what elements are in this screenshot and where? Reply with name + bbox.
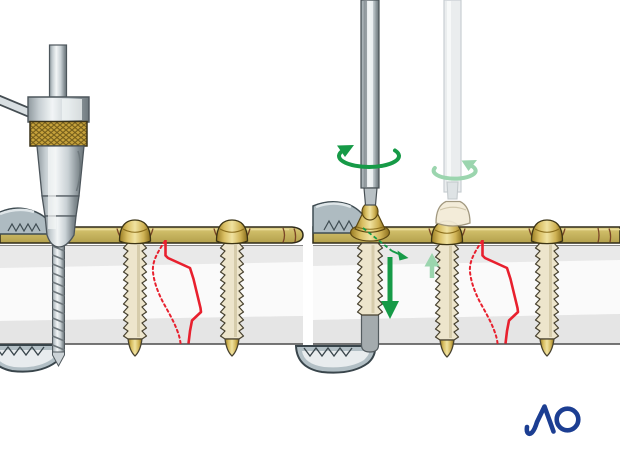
ghost-rotation-arrow-icon [431, 160, 478, 181]
panel-drilling [0, 44, 304, 373]
compression-leader-line [362, 227, 409, 261]
bone-screw [430, 219, 464, 359]
bone-screw [530, 218, 564, 358]
drill-bit-icon [52, 237, 65, 368]
ghost-screwdriver-icon [435, 0, 471, 227]
bone-screw [215, 218, 249, 358]
retractor-tip-icon [0, 207, 52, 235]
bone-left [0, 245, 303, 345]
spoon-retractor-icon [294, 345, 377, 374]
bone-screw [118, 218, 152, 358]
drill-hole-canal [360, 311, 380, 353]
ao-logo [524, 404, 581, 437]
compression-up-arrow-icon [424, 253, 440, 278]
compression-down-arrow-icon [381, 257, 399, 319]
screwdriver-icon [360, 0, 380, 206]
panel-insertion [294, 0, 620, 374]
drill-guide-icon [0, 44, 90, 248]
rotation-arrow-icon [337, 145, 401, 169]
